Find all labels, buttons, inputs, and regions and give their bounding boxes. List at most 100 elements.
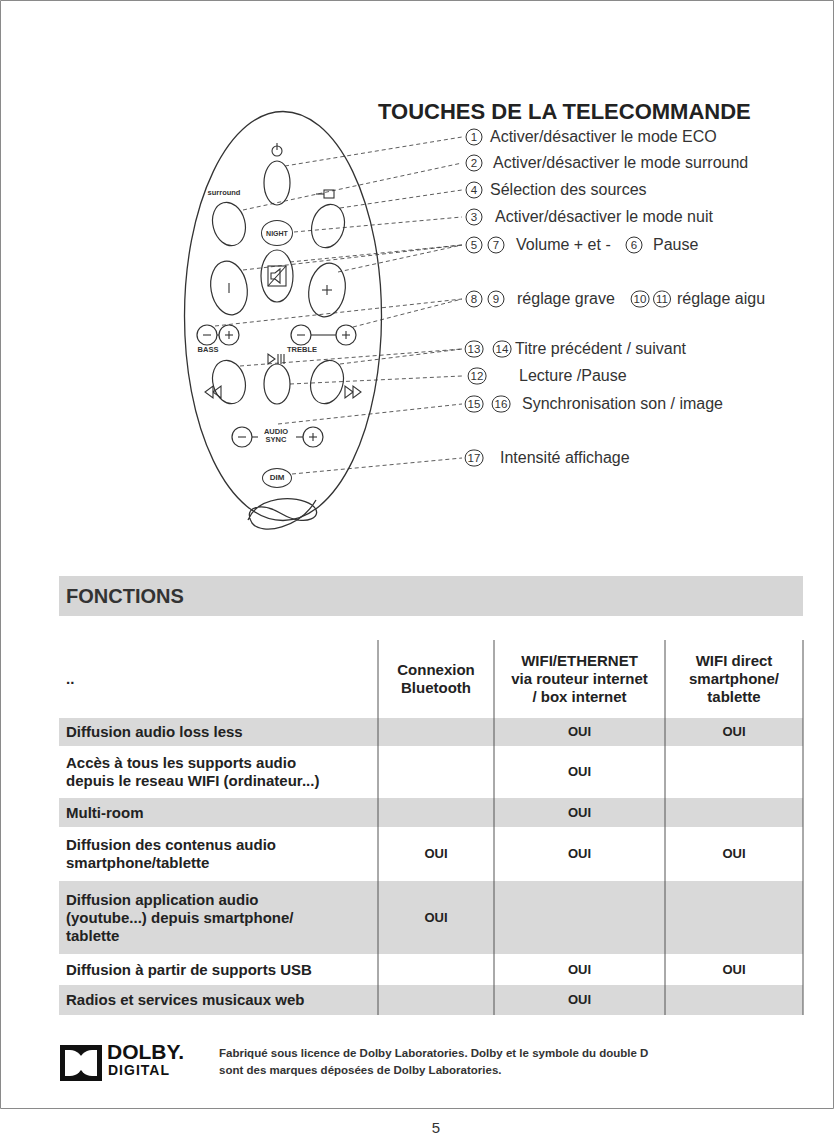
callout-text: Activer/désactiver le mode nuit — [495, 208, 713, 226]
button-symbol — [268, 354, 275, 364]
leader-line — [240, 349, 462, 366]
remote-button — [208, 357, 250, 408]
callout-text: Activer/désactiver le mode ECO — [490, 128, 717, 146]
callout-number: 12 — [468, 368, 487, 385]
callout-number: 14 — [493, 341, 512, 358]
button-symbol — [296, 436, 303, 437]
button-symbol — [238, 436, 246, 437]
table-cell: OUI — [665, 718, 803, 746]
leader-line — [215, 137, 462, 474]
callout-text: Sélection des sources — [490, 181, 647, 199]
section-band: FONCTIONS — [59, 576, 803, 616]
table-rule — [803, 640, 804, 1015]
button-label: DIM — [270, 474, 285, 482]
callout-text: Titre précédent / suivant — [515, 340, 686, 358]
remote-outline — [183, 110, 383, 522]
callout-text: réglage aigu — [677, 290, 765, 308]
callout-number: 8 — [466, 291, 483, 308]
table-rule — [494, 640, 495, 1015]
night-button: NIGHT — [261, 220, 293, 246]
callout-text: Volume + et - — [516, 236, 611, 254]
table-cell: OUI — [665, 954, 803, 985]
table-row-shading — [59, 985, 803, 1015]
table-header: Connexion Bluetooth — [378, 640, 494, 718]
table-row-label: Diffusion application audio (youtube...)… — [59, 881, 378, 954]
remote-button — [305, 260, 350, 319]
remote-button — [197, 161, 356, 447]
leader-line — [243, 245, 462, 270]
callout-number: 16 — [492, 396, 511, 413]
callout-text: Activer/désactiver le mode surround — [493, 154, 748, 172]
callout-number: 11 — [653, 291, 671, 308]
callout-number: 6 — [626, 237, 643, 254]
table-row-shading — [59, 798, 803, 827]
dolby-symbol — [60, 1045, 102, 1081]
table-cell: OUI — [494, 798, 665, 827]
callout-number: 3 — [466, 209, 483, 226]
table-cell: OUI — [494, 985, 665, 1015]
table-cell: OUI — [494, 954, 665, 985]
leader-line — [285, 137, 462, 166]
remote-button — [291, 325, 311, 345]
logo-word: DOLBY. — [107, 1040, 184, 1063]
page-title: TOUCHES DE LA TELECOMMANDE — [378, 99, 751, 125]
logo-word: DIGITAL — [108, 1063, 170, 1078]
callout-text: Lecture /Pause — [519, 367, 627, 385]
callout-number: 10 — [631, 291, 650, 308]
table-header: WIFI direct smartphone/ tablette — [665, 640, 803, 718]
callout-text: Pause — [653, 236, 698, 254]
table-cell: OUI — [665, 827, 803, 881]
table-header: WIFI/ETHERNET via routeur internet / box… — [494, 640, 665, 718]
section-heading: FONCTIONS — [66, 585, 184, 608]
button-symbol — [276, 143, 277, 150]
footnote: Fabriqué sous licence de Dolby Laborator… — [219, 1045, 664, 1080]
button-label: NIGHT — [266, 230, 288, 237]
dolby-symbol — [60, 1045, 102, 1081]
button-symbol — [203, 143, 361, 441]
button-symbol — [280, 354, 281, 364]
leader-line — [340, 349, 462, 364]
callout-number: 5 — [466, 237, 483, 254]
table-row-label: Diffusion des contenus audio smartphone/… — [59, 827, 378, 881]
table-row-label: Accès à tous les supports audio depuis l… — [59, 746, 378, 798]
callout-text: Synchronisation son / image — [522, 395, 723, 413]
remote-button — [264, 161, 290, 205]
remote-button — [336, 325, 356, 345]
callout-number: 7 — [488, 237, 505, 254]
table-row-label: Diffusion audio loss less — [59, 718, 378, 746]
callout-number: 15 — [465, 396, 484, 413]
leader-line — [340, 190, 462, 208]
table-row-label: Diffusion à partir de supports USB — [59, 954, 378, 985]
leader-line — [292, 458, 462, 474]
table-row-shading — [59, 881, 803, 954]
callout-text: réglage grave — [517, 290, 615, 308]
button-symbol — [205, 386, 221, 398]
button-symbol — [252, 436, 258, 437]
leader-line — [294, 217, 462, 232]
button-symbol — [203, 334, 211, 335]
table-cell: OUI — [378, 881, 494, 954]
table-header: .. — [59, 640, 378, 718]
page-frame — [1, 1, 834, 1109]
remote-outline — [185, 112, 382, 521]
remote-button — [307, 201, 349, 252]
button-symbol — [311, 334, 336, 335]
callout-number: 9 — [488, 291, 505, 308]
remote-button — [261, 250, 293, 302]
callout-number: 1 — [466, 129, 483, 146]
leader-line — [338, 245, 462, 272]
table-cell: OUI — [378, 827, 494, 881]
remote-button — [303, 427, 323, 447]
callout-text: Intensité affichage — [500, 449, 630, 467]
remote-button — [219, 325, 239, 345]
button-symbol — [345, 331, 346, 339]
table-rule — [665, 640, 666, 1015]
button-label: surround — [208, 189, 241, 197]
button-symbol — [277, 354, 278, 364]
remote-button — [264, 364, 290, 404]
table-rule — [378, 640, 379, 1015]
button-symbol — [326, 285, 327, 295]
remote-button — [197, 325, 217, 345]
callout-number: 13 — [465, 341, 484, 358]
